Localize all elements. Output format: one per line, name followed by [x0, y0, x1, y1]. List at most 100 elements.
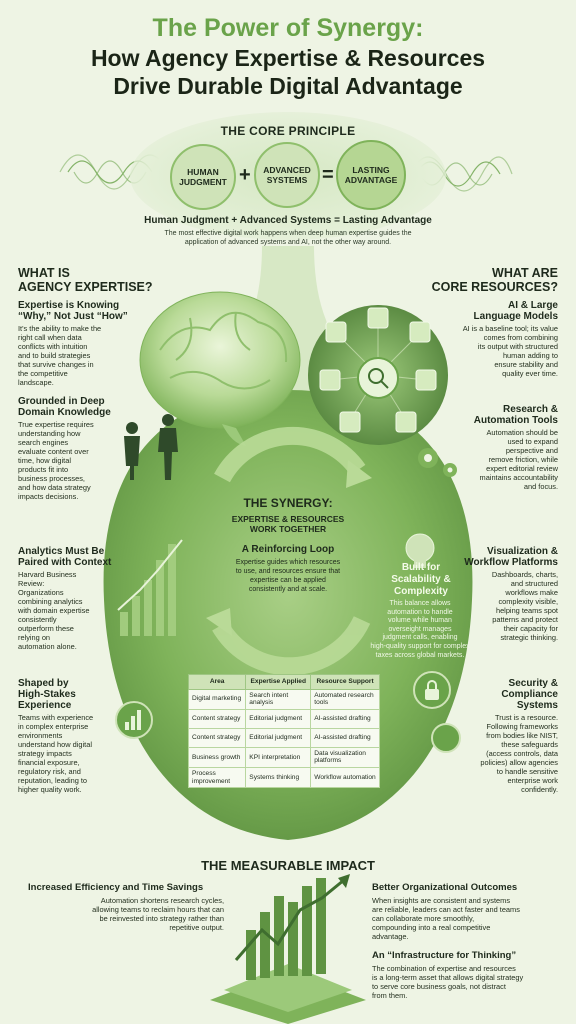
text-line: to serve core business goals, not distra… [372, 982, 506, 991]
text-line: and structured [510, 579, 558, 588]
left-item-analytics: Analytics Must Be Paired with Context Ha… [18, 546, 118, 651]
built-for-scale-title: Built for Scalability & Complexity [376, 562, 466, 598]
table-row: Digital marketing Search intent analysis… [187, 688, 380, 710]
lasting-advantage-circle: LASTING ADVANTAGE [336, 140, 406, 210]
item-title: Visualization & Workflow Platforms [464, 546, 558, 568]
human-judgment-circle: HUMAN JUDGMENT [170, 144, 236, 210]
text-line: products fit into [18, 465, 69, 474]
table-cell: Systems thinking [245, 766, 312, 789]
loop-text: Expertise guides which resources to use,… [214, 558, 362, 594]
plus-sign: + [239, 164, 251, 186]
heading-line: WHAT ARE [492, 266, 558, 280]
lightbulb-icon [405, 533, 435, 568]
table-cell: Process improvement [187, 766, 247, 789]
impact-right-text: When insights are consistent and systems… [372, 896, 568, 941]
right-item-visualization: Visualization & Workflow Platforms Dashb… [464, 546, 558, 642]
text-line: repetitive output. [169, 923, 224, 932]
text-line: from bodies like NIST, [486, 731, 558, 740]
text-line: understand how digital [18, 740, 92, 749]
left-section-heading: WHAT IS AGENCY EXPERTISE? [18, 266, 168, 294]
text-line: combining analytics [18, 597, 83, 606]
text-line: When insights are consistent and systems [372, 896, 511, 905]
item-text: Trust is a resource. Following framework… [462, 713, 558, 794]
item-title: Grounded in Deep Domain Knowledge [18, 396, 126, 418]
table-row: Content strategy Editorial judgment AI-a… [187, 708, 380, 729]
text-line: and how data strategy [18, 483, 91, 492]
right-item-ai: AI & Large Language Models AI is a basel… [446, 300, 558, 378]
title-line: Built for [401, 562, 441, 573]
item-text: Teams with experience in complex enterpr… [18, 713, 128, 794]
text-line: perspective and [505, 446, 558, 455]
item-title: Security & Compliance Systems [462, 678, 558, 711]
text-line: the competitive [18, 369, 68, 378]
impact-right-infrastructure: An “Infrastructure for Thinking” The com… [372, 950, 568, 1000]
circle-label: JUDGMENT [179, 177, 227, 187]
impact-right-outcomes: Better Organizational Outcomes When insi… [372, 882, 568, 941]
text-line: comes from combining [483, 333, 558, 342]
title-line: “Why,” Not Just “How” [18, 311, 128, 322]
text-line: complexity visible, [498, 597, 558, 606]
text-line: evaluate content over [18, 447, 89, 456]
text-line: that survive changes in [18, 360, 94, 369]
impact-left-text: Automation shortens research cycles, all… [28, 896, 224, 932]
text-line: conflicts with intuition [18, 342, 88, 351]
item-title: Research & Automation Tools [462, 404, 558, 426]
title-line: Visualization & [487, 546, 558, 557]
title-line: Grounded in Deep [18, 396, 105, 407]
text-line: Trust is a resource. [495, 713, 558, 722]
title-line: Automation Tools [473, 415, 558, 426]
table-row: Process improvement Systems thinking Wor… [187, 766, 380, 789]
text-line: its output with structured [477, 342, 558, 351]
circle-label: HUMAN [187, 167, 219, 177]
text-line: relying on [18, 633, 51, 642]
text-line: from them. [372, 991, 408, 1000]
synergy-table: Area Expertise Applied Resource Support … [187, 674, 380, 789]
circle-label: ADVANTAGE [344, 175, 398, 185]
left-item-domain: Grounded in Deep Domain Knowledge True e… [18, 396, 126, 501]
core-equation: Human Judgment + Advanced Systems = Last… [144, 215, 432, 226]
growth-arrow-icon [210, 874, 366, 1024]
text-line: strategic thinking. [500, 633, 558, 642]
table-header: Expertise Applied [245, 674, 312, 690]
title-line: Workflow Platforms [464, 557, 558, 568]
title-line: Security & [508, 678, 558, 689]
table-cell: Search intent analysis [245, 688, 312, 710]
title-line: Research & [502, 404, 558, 415]
text-line: can collaborate more smoothly, [372, 914, 475, 923]
table-cell: AI-assisted drafting [310, 727, 380, 748]
item-text: Automation should be used to expand pers… [462, 428, 558, 491]
table-cell: Workflow automation [310, 766, 380, 789]
table-cell: Digital marketing [187, 688, 247, 710]
title-line: High-Stakes [18, 689, 76, 700]
text-line: right call when data [18, 333, 82, 342]
table-cell: Content strategy [187, 727, 247, 748]
table-cell: Automated research tools [310, 688, 380, 710]
synergy-subheading: EXPERTISE & RESOURCES WORK TOGETHER [220, 514, 356, 534]
table-cell: KPI interpretation [245, 746, 312, 768]
table-row: Business growth KPI interpretation Data … [187, 746, 380, 768]
text-line: ensure stability and [494, 360, 558, 369]
title-line: Complexity [394, 586, 448, 597]
text-line: The combination of expertise and resourc… [372, 964, 516, 973]
title-line: Scalability & [391, 574, 451, 585]
text-line: is a long-term asset that allows digital… [372, 973, 524, 982]
text-line: to use, and resources ensure that [235, 568, 341, 575]
subheading-line: EXPERTISE & RESOURCES [231, 514, 345, 524]
text-line: outperform these [18, 624, 74, 633]
text-line: workflows make [505, 588, 558, 597]
impact-right-title: Better Organizational Outcomes [372, 882, 518, 893]
text-line: reputation, leading to [18, 776, 88, 785]
item-title: Analytics Must Be Paired with Context [18, 546, 118, 568]
text-line: (access controls, data [486, 749, 558, 758]
text-line: volume while human [388, 617, 452, 625]
equals-sign: = [322, 164, 334, 186]
table-cell: Content strategy [187, 708, 247, 729]
text-line: environments [18, 731, 63, 740]
impact-right-title: An “Infrastructure for Thinking” [372, 950, 517, 961]
title-line: AI & Large [507, 300, 558, 311]
text-line: policies) allow agencies [480, 758, 558, 767]
text-line: high-quality support for complex [370, 642, 470, 650]
text-line: landscape. [18, 378, 54, 387]
text-line: This balance allows [389, 600, 451, 607]
text-line: It's the ability to make the [18, 324, 102, 333]
